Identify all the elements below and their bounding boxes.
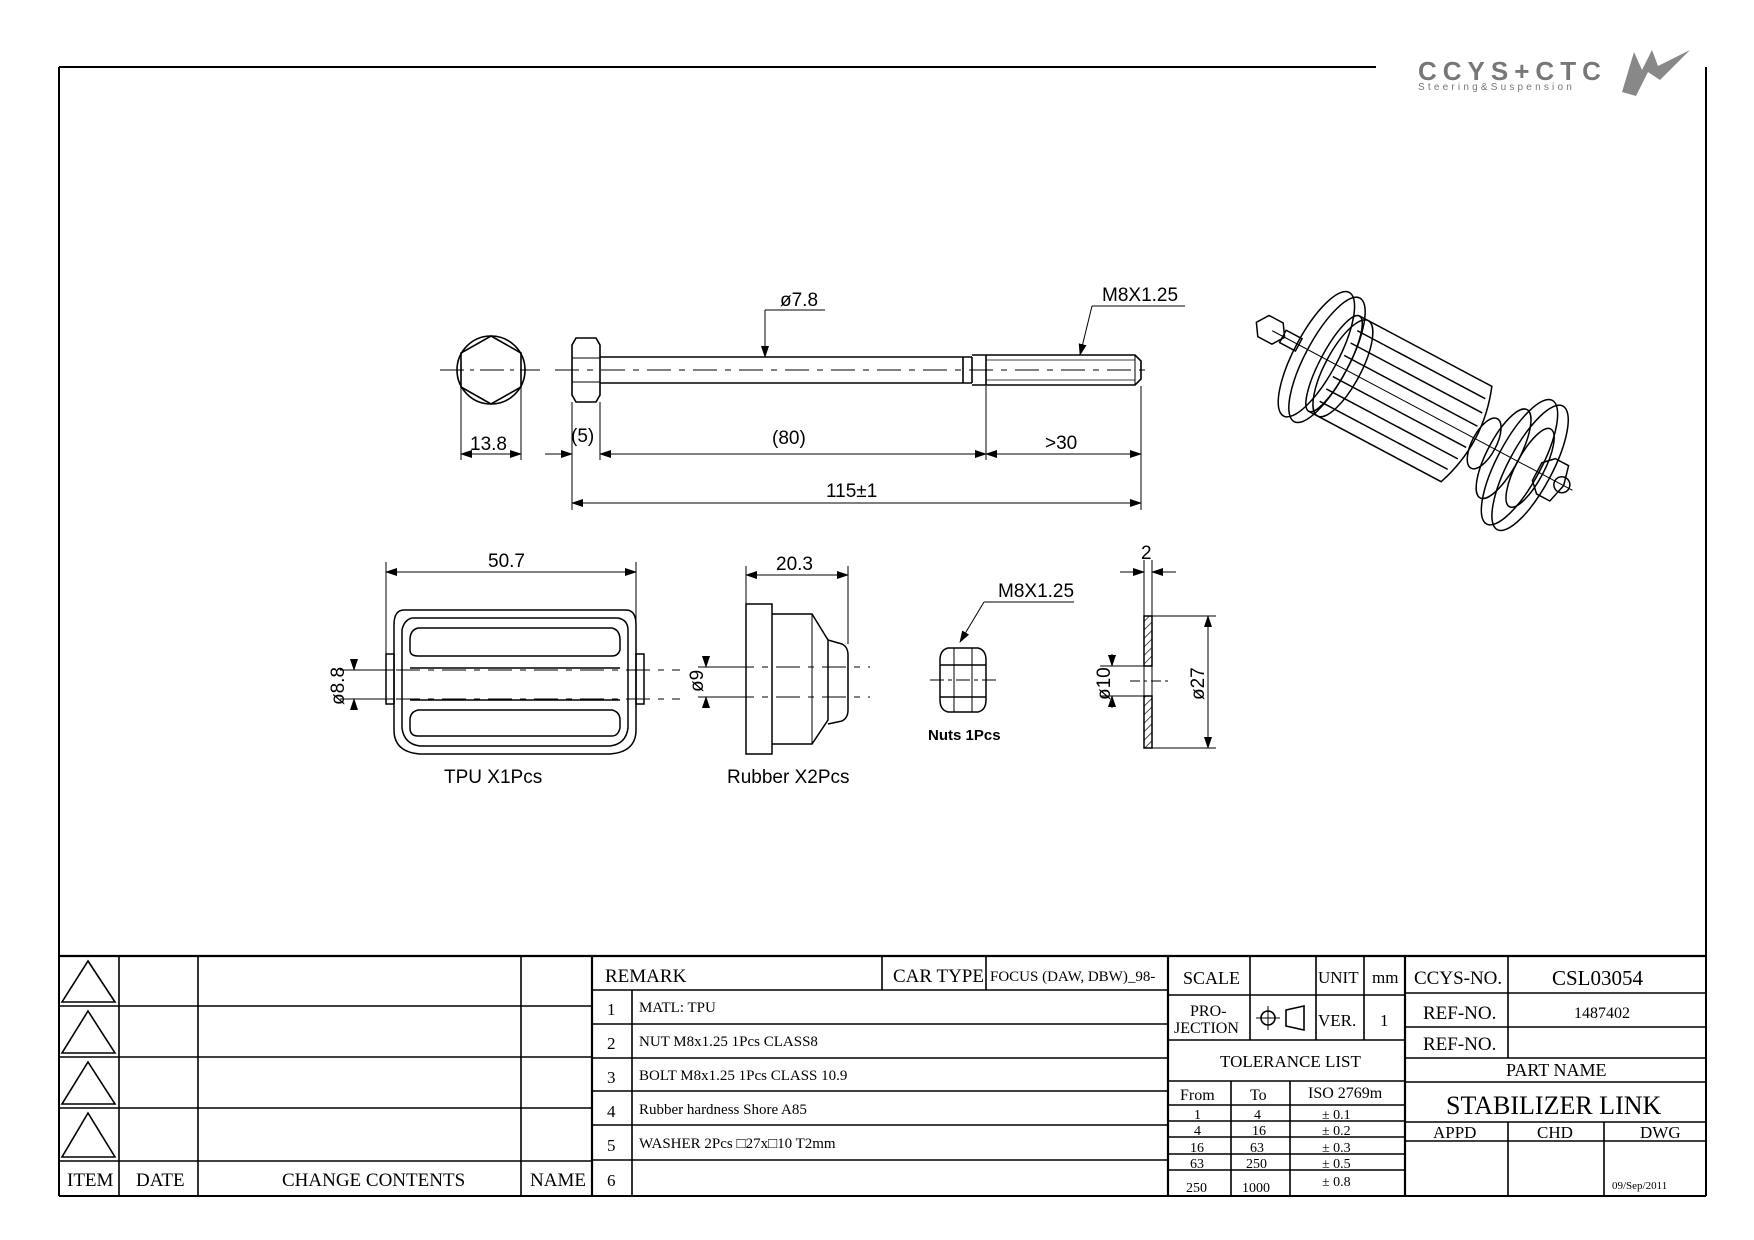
car-type-label: CAR TYPE <box>893 966 984 987</box>
drawing-frame <box>58 66 1707 1197</box>
rubber-width-label: 20.3 <box>776 554 813 575</box>
scale-label: SCALE <box>1183 968 1240 988</box>
company-logo: CCYS+CTC Steering&Suspension <box>1418 50 1690 96</box>
logo-brand: CCYS+CTC <box>1418 56 1607 86</box>
tol-from-3: 16 <box>1190 1141 1204 1156</box>
tol-to-5: 1000 <box>1242 1181 1270 1196</box>
tol-to-header: To <box>1250 1087 1267 1104</box>
drawing-date: 09/Sep/2011 <box>1612 1180 1667 1192</box>
bolt-head-length-label: (5) <box>571 426 594 447</box>
remark-header: REMARK <box>605 966 687 987</box>
bolt-total-length-label: 115±1 <box>826 481 877 502</box>
washer-outer-label: ø27 <box>1188 667 1209 700</box>
washer-drawing <box>1100 560 1216 749</box>
tol-to-3: 63 <box>1250 1141 1264 1156</box>
bolt-diameter-label: ø7.8 <box>780 290 818 311</box>
remark-text-2: NUT M8x1.25 1Pcs CLASS8 <box>639 1034 818 1050</box>
logo-tagline: Steering&Suspension <box>1418 82 1575 93</box>
remark-no-2: 2 <box>607 1034 616 1053</box>
tol-to-4: 250 <box>1246 1157 1267 1172</box>
bolt-thread-label: M8X1.25 <box>1102 285 1178 306</box>
bolt-head-width-label: 13.8 <box>470 434 507 455</box>
bolt-drawing <box>440 305 1185 510</box>
remark-text-1: MATL: TPU <box>639 1000 716 1016</box>
rev-change-header: CHANGE CONTENTS <box>282 1170 465 1191</box>
tol-from-5: 250 <box>1186 1181 1207 1196</box>
part-name-label: PART NAME <box>1506 1060 1606 1080</box>
ref-no-value: 1487402 <box>1574 1005 1630 1022</box>
unit-label: UNIT <box>1318 968 1359 987</box>
tol-from-2: 4 <box>1194 1124 1201 1139</box>
chd-label: CHD <box>1537 1123 1573 1142</box>
remark-no-1: 1 <box>607 1000 616 1019</box>
tol-to-1: 4 <box>1254 1108 1261 1123</box>
bolt-shank-length-label: (80) <box>772 428 806 449</box>
nut-caption: Nuts 1Pcs <box>928 727 1001 744</box>
projection-label-1: PRO- <box>1190 1003 1226 1020</box>
nut-thread-label: M8X1.25 <box>998 581 1074 602</box>
tol-to-2: 16 <box>1252 1124 1266 1139</box>
tpu-caption: TPU X1Pcs <box>444 767 542 788</box>
remark-no-3: 3 <box>607 1068 616 1087</box>
tol-value-4: ± 0.5 <box>1322 1157 1351 1172</box>
ref-no2-label: REF-NO. <box>1423 1034 1496 1055</box>
ccys-no-value: CSL03054 <box>1552 966 1644 990</box>
tol-value-1: ± 0.1 <box>1322 1108 1351 1123</box>
tol-from-header: From <box>1180 1087 1215 1104</box>
ver-value: 1 <box>1380 1011 1389 1030</box>
rubber-bushing-drawing <box>698 566 870 755</box>
logo-wing-icon <box>1622 50 1690 96</box>
nut-drawing <box>930 601 1074 713</box>
title-block-grid <box>59 954 1706 1196</box>
tolerance-title: TOLERANCE LIST <box>1220 1052 1361 1071</box>
rev-date-header: DATE <box>136 1170 185 1191</box>
tpu-width-label: 50.7 <box>488 551 525 572</box>
tol-from-1: 1 <box>1194 1108 1201 1123</box>
projection-label-2: JECTION <box>1174 1020 1239 1037</box>
remark-no-4: 4 <box>607 1102 616 1121</box>
dwg-label: DWG <box>1640 1123 1681 1142</box>
ref-no-label: REF-NO. <box>1423 1003 1496 1024</box>
ver-label: VER. <box>1318 1011 1356 1030</box>
part-name-value: STABILIZER LINK <box>1446 1091 1661 1120</box>
appd-label: APPD <box>1433 1123 1476 1142</box>
remark-text-4: Rubber hardness Shore A85 <box>639 1102 807 1118</box>
remark-no-6: 6 <box>607 1171 616 1190</box>
washer-thickness-label: 2 <box>1141 543 1152 564</box>
bolt-head <box>571 337 601 403</box>
tpu-bore-label: ø8.8 <box>328 667 349 705</box>
rubber-bore-label: ø9 <box>687 670 708 692</box>
ccys-no-label: CCYS-NO. <box>1414 968 1502 989</box>
car-type-value: FOCUS (DAW, DBW)_98- <box>990 969 1155 985</box>
assembly-isometric-view <box>1255 290 1573 532</box>
tpu-bushing-drawing <box>340 562 680 755</box>
tol-iso-header: ISO 2769m <box>1308 1085 1383 1102</box>
unit-value: mm <box>1372 968 1398 987</box>
rev-name-header: NAME <box>530 1170 586 1191</box>
bolt-thread-length-label: >30 <box>1045 433 1077 454</box>
washer-inner-label: ø10 <box>1094 667 1115 700</box>
tol-value-2: ± 0.2 <box>1322 1124 1351 1139</box>
remark-text-5: WASHER 2Pcs □27x□10 T2mm <box>639 1136 836 1152</box>
remark-no-5: 5 <box>607 1136 616 1155</box>
tol-from-4: 63 <box>1190 1157 1204 1172</box>
rev-item-header: ITEM <box>67 1170 114 1191</box>
rubber-caption: Rubber X2Pcs <box>727 767 850 788</box>
tol-value-5: ± 0.8 <box>1322 1175 1351 1190</box>
remark-text-3: BOLT M8x1.25 1Pcs CLASS 10.9 <box>639 1068 847 1084</box>
tol-value-3: ± 0.3 <box>1322 1141 1351 1156</box>
